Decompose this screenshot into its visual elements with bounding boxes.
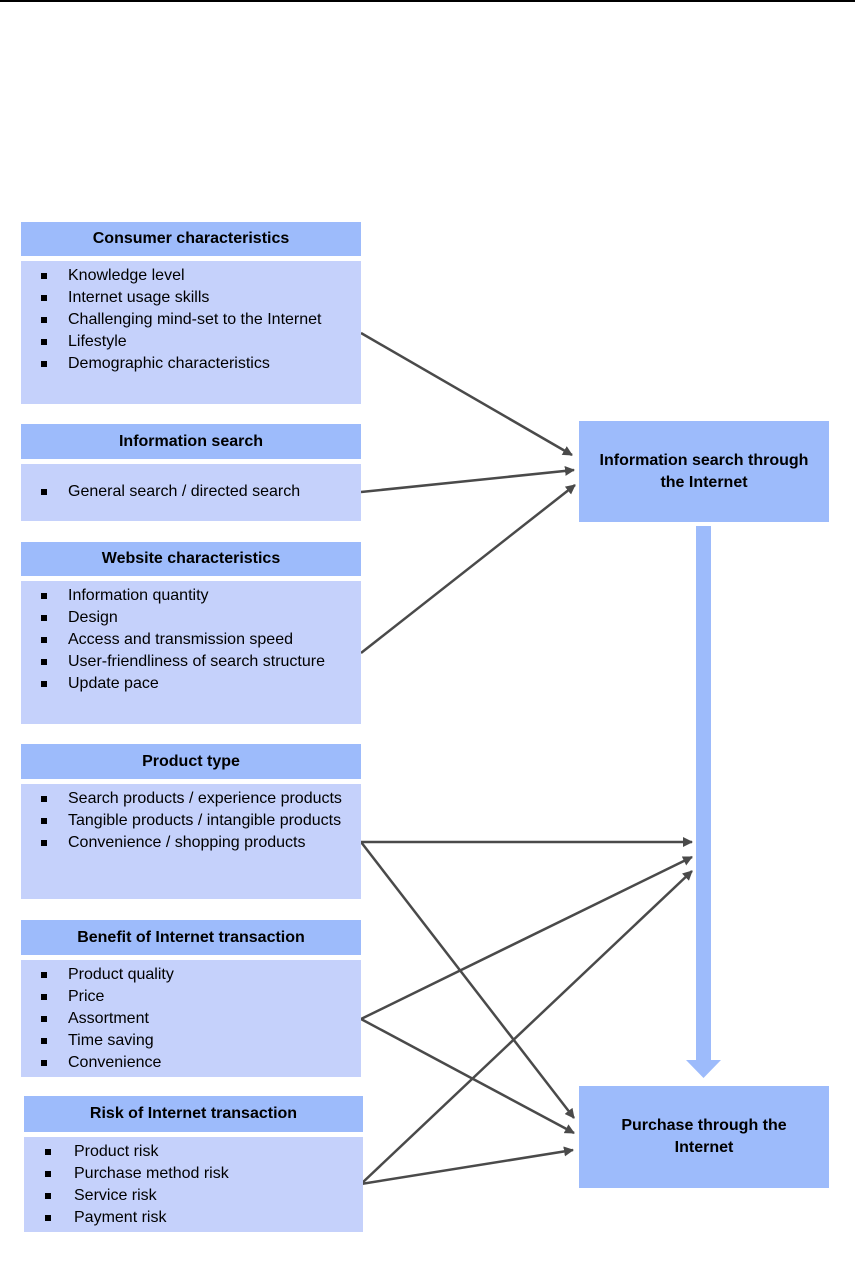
factor-list-website: Information quantity Design Access and t…	[21, 581, 361, 724]
list-item: Demographic characteristics	[21, 353, 361, 375]
list-item: Knowledge level	[21, 265, 361, 287]
arrow-benefit-to-purchase	[360, 1017, 575, 1135]
list-item: Design	[21, 607, 361, 629]
top-rule	[0, 0, 855, 2]
factor-header-search: Information search	[21, 424, 361, 459]
list-item: Challenging mind-set to the Internet	[21, 309, 361, 331]
list-item: Time saving	[21, 1030, 361, 1052]
list-item: Update pace	[21, 673, 361, 695]
arrow-risk-to-purchase	[360, 1146, 574, 1186]
list-item: Access and transmission speed	[21, 629, 361, 651]
factor-list-product: Search products / experience products Ta…	[21, 784, 361, 899]
arrow-search-to-info	[360, 465, 575, 494]
list-item: Tangible products / intangible products	[21, 810, 361, 832]
arrow-consumer-to-info	[360, 331, 573, 457]
factor-header-website: Website characteristics	[21, 542, 361, 576]
list-item: Convenience / shopping products	[21, 832, 361, 854]
arrow-benefit-to-flow	[360, 855, 693, 1021]
outcome-purchase: Purchase through the Internet	[579, 1086, 829, 1188]
factor-list-consumer: Knowledge level Internet usage skills Ch…	[21, 261, 361, 404]
list-item: Payment risk	[24, 1207, 363, 1229]
outcome-purchase-label: Purchase through the Internet	[621, 1117, 787, 1156]
flow-arrow-head	[686, 1060, 721, 1078]
factor-header-product: Product type	[21, 744, 361, 779]
list-item: User-friendliness of search structure	[21, 651, 361, 673]
factor-header-risk: Risk of Internet transaction	[24, 1096, 363, 1132]
factor-list-search: General search / directed search	[21, 464, 361, 521]
outcome-info-search-label: Information search through the Internet	[599, 451, 809, 491]
outcome-info-search: Information search through the Internet	[579, 421, 829, 522]
list-item: Information quantity	[21, 585, 361, 607]
factor-header-benefit: Benefit of Internet transaction	[21, 920, 361, 955]
list-item: Service risk	[24, 1185, 363, 1207]
list-item: Internet usage skills	[21, 287, 361, 309]
factor-list-benefit: Product quality Price Assortment Time sa…	[21, 960, 361, 1077]
arrow-product-to-purchase	[360, 841, 575, 1119]
flow-arrow-shaft	[696, 526, 711, 1061]
list-item: Purchase method risk	[24, 1163, 363, 1185]
list-item: General search / directed search	[21, 481, 361, 503]
factor-list-risk: Product risk Purchase method risk Servic…	[24, 1137, 363, 1232]
list-item: Product risk	[24, 1141, 363, 1163]
arrow-website-to-info	[360, 484, 576, 654]
list-item: Convenience	[21, 1052, 361, 1074]
list-item: Price	[21, 986, 361, 1008]
list-item: Lifestyle	[21, 331, 361, 353]
arrow-risk-to-flow	[360, 870, 693, 1185]
list-item: Assortment	[21, 1008, 361, 1030]
factor-header-consumer: Consumer characteristics	[21, 222, 361, 256]
list-item: Product quality	[21, 964, 361, 986]
list-item: Search products / experience products	[21, 788, 361, 810]
